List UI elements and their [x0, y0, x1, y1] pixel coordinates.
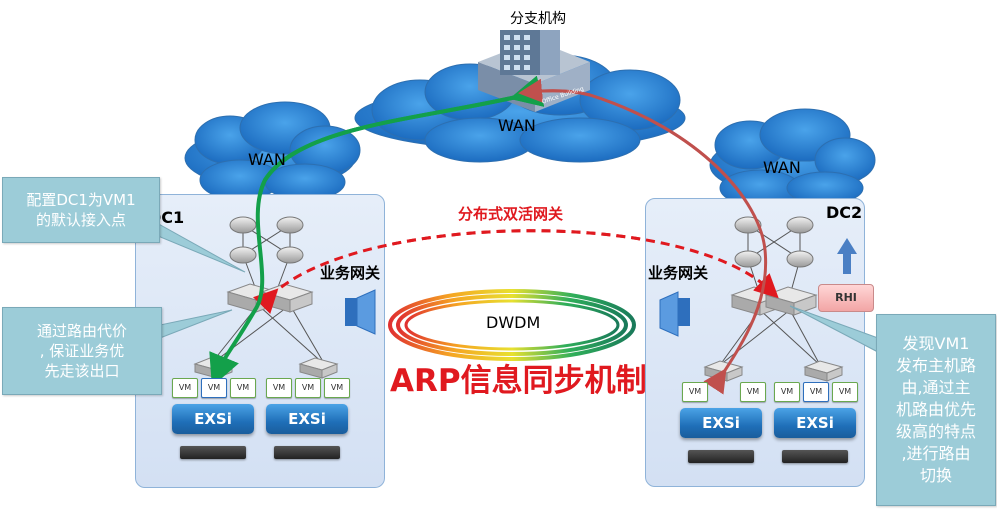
dc2-vm1: VM [803, 382, 829, 402]
callout-default-access: 配置DC1为VM1 的默认接入点 [2, 177, 160, 243]
dc1-vm: VM [295, 378, 321, 398]
dc1-server-icon [274, 446, 340, 459]
dc2-vm: VM [740, 382, 766, 402]
callout-line: 通过路由代价 [36, 322, 127, 340]
rhi-badge: RHI [818, 284, 874, 312]
dc2-vm: VM [774, 382, 800, 402]
dual-active-gateway-title: 分布式双活网关 [458, 205, 564, 223]
callout-line: 由,通过主 [901, 378, 971, 397]
callout-line: , 保证业务优 [39, 342, 125, 360]
dc1-gateway-label: 业务网关 [320, 264, 381, 282]
dc2-panel [645, 198, 865, 487]
arp-sync-title: ARP信息同步机制 [390, 363, 647, 399]
dc2-gateway-label: 业务网关 [648, 264, 709, 282]
branch-office-label: 分支机构 [510, 11, 566, 27]
dc2-server-icon [688, 450, 754, 463]
dc2-exsi-host: EXSi [680, 408, 762, 438]
dc1-exsi-host: EXSi [172, 404, 254, 434]
dc1-server-icon [180, 446, 246, 459]
dc2-vm: VM [682, 382, 708, 402]
wan-label-left: WAN [248, 150, 286, 169]
callout-route-cost: 通过路由代价 , 保证业务优 先走该出口 [2, 307, 162, 395]
callout-line: 的默认接入点 [35, 211, 126, 229]
callout-line: 级高的特点 [895, 422, 976, 441]
dc1-panel [135, 194, 385, 488]
callout-line: 发现VM1 [902, 334, 970, 353]
callout-line: 机路由优先 [895, 400, 976, 419]
dc1-vm: VM [172, 378, 198, 398]
dc1-vm1: VM [201, 378, 227, 398]
callout-line: 发布主机路 [895, 356, 976, 375]
callout-line: 切换 [919, 466, 952, 485]
dc1-vm: VM [324, 378, 350, 398]
dc2-exsi-host: EXSi [774, 408, 856, 438]
dc2-vm: VM [832, 382, 858, 402]
dc2-label: DC2 [826, 203, 863, 222]
dc2-server-icon [782, 450, 848, 463]
callout-line: ,进行路由 [901, 444, 971, 463]
dc1-vm: VM [230, 378, 256, 398]
wan-label-right: WAN [763, 158, 801, 177]
callout-line: 先走该出口 [44, 362, 120, 380]
dc1-vm: VM [266, 378, 292, 398]
dwdm-label: DWDM [486, 313, 541, 332]
wan-label-center: WAN [498, 116, 536, 135]
dc1-exsi-host: EXSi [266, 404, 348, 434]
callout-line: 配置DC1为VM1 [26, 191, 136, 209]
callout-host-route: 发现VM1 发布主机路 由,通过主 机路由优先 级高的特点 ,进行路由 切换 [876, 314, 996, 506]
